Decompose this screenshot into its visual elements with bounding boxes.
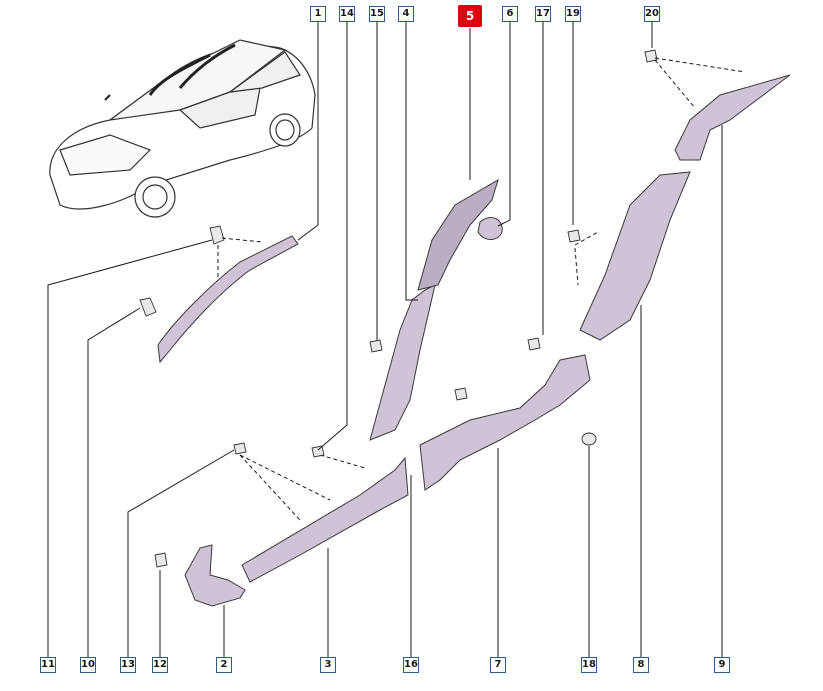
callout-6[interactable]: 6 [502,6,518,22]
part-2-trim[interactable] [184,544,246,607]
leader-13-dash [239,454,366,521]
callout-3[interactable]: 3 [320,657,336,673]
clip-11 [209,225,225,245]
part-9-upper-trim[interactable] [674,74,791,161]
clip-16 [454,387,468,401]
callout-19[interactable]: 19 [565,6,581,22]
part-4-pillar-trim[interactable] [369,284,436,441]
part-6-belt-cover[interactable] [477,217,503,240]
clip-15 [369,339,383,353]
callout-13[interactable]: 13 [120,657,136,673]
callout-16[interactable]: 16 [403,657,419,673]
callout-8[interactable]: 8 [633,657,649,673]
leader-19-dash [574,231,599,286]
callout-18[interactable]: 18 [581,657,597,673]
callout-12[interactable]: 12 [152,657,168,673]
clip-12 [154,552,168,568]
part-1-trim[interactable] [157,235,299,364]
clip-17 [527,337,541,351]
callout-10[interactable]: 10 [80,657,96,673]
callout-15[interactable]: 15 [369,6,385,22]
leader-20-dash [654,57,746,109]
clip-18 [581,432,597,446]
callout-9[interactable]: 9 [714,657,730,673]
clip-13 [233,442,247,455]
car-illustration [49,39,316,218]
clip-14 [311,445,325,458]
clip-20 [644,49,658,63]
part-7-rear-sill[interactable] [419,354,591,491]
callout-5-highlighted[interactable]: 5 [458,5,482,27]
leader-lines [47,22,723,657]
part-8-pillar-trim[interactable] [579,171,691,341]
callout-1[interactable]: 1 [310,6,326,22]
callout-11[interactable]: 11 [40,657,56,673]
leader-11-dash [217,237,263,280]
clip-10 [139,297,157,317]
part-5-pillar-upper[interactable] [417,178,499,291]
part-3-sill-trim[interactable] [241,456,409,583]
callout-7[interactable]: 7 [490,657,506,673]
callout-2[interactable]: 2 [216,657,232,673]
callout-14[interactable]: 14 [339,6,355,22]
callout-17[interactable]: 17 [535,6,551,22]
callout-20[interactable]: 20 [644,6,660,22]
callout-4[interactable]: 4 [398,6,414,22]
clip-19 [567,229,581,243]
